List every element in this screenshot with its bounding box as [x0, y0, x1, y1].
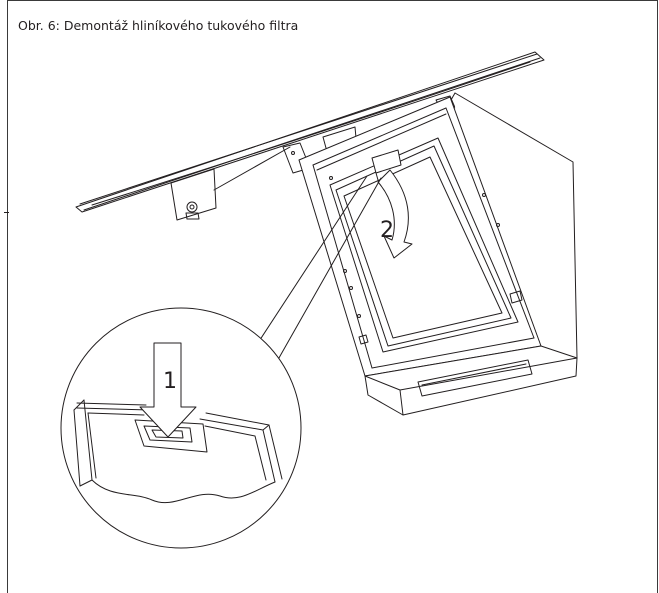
canopy-bracket-left — [170, 146, 291, 221]
figure-frame — [7, 0, 658, 593]
margin-tick — [4, 212, 9, 213]
step-1-arrow — [139, 342, 197, 438]
filter-latch-handle — [371, 149, 402, 181]
hood-body — [298, 92, 578, 416]
step-1-label: 1 — [163, 369, 177, 394]
detail-filter-closeup — [73, 399, 283, 504]
detail-leader-lines — [251, 175, 382, 373]
step-2-arrow — [377, 169, 413, 259]
glass-canopy — [75, 51, 545, 213]
figure-caption: Obr. 6: Demontáž hliníkového tukového fi… — [18, 18, 299, 33]
step-2-label: 2 — [380, 218, 394, 243]
